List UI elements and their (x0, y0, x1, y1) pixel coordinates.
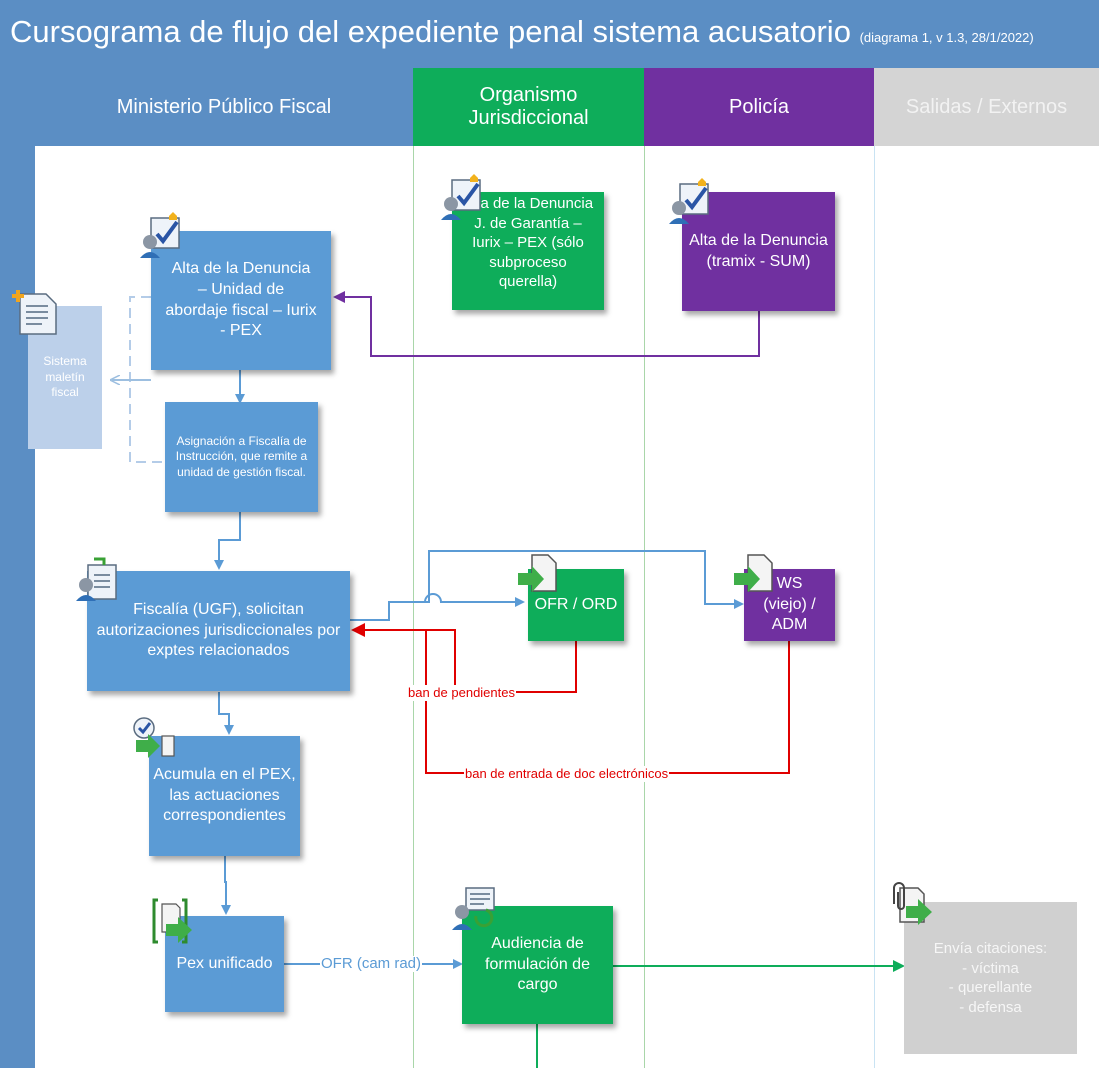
node-alta-denuncia-policia-text: Alta de la Denuncia (tramix - SUM) (689, 231, 828, 270)
node-asignacion[interactable]: Asignación a Fiscalía de Instrucción, qu… (165, 402, 318, 512)
node-fiscalia-ugf[interactable]: Fiscalía (UGF), solicitan autorizaciones… (87, 571, 350, 691)
user-checklist-icon (441, 174, 481, 220)
lane-separator-3 (874, 146, 875, 1068)
document-bracket-arrow-icon (152, 898, 192, 944)
edge-ws-fiscalia-red (425, 630, 790, 774)
lane-separator-2 (644, 146, 645, 1068)
node-alta-denuncia-mpf-text: Alta de la Denuncia – Unidad de abordaje… (165, 259, 317, 340)
left-band (0, 68, 35, 1068)
node-acumula-text: Acumula en el PEX, las actuaciones corre… (153, 765, 296, 825)
edge-label-ofr-cam: OFR (cam rad) (320, 955, 423, 972)
node-alta-denuncia-policia[interactable]: Alta de la Denuncia (tramix - SUM) (682, 192, 835, 311)
lane-label-jurisdiccional: Organismo Jurisdiccional (468, 84, 589, 129)
edge-label-entrada: ban de entrada de doc electrónicos (464, 766, 670, 782)
edge-acumula-pex (221, 856, 231, 915)
node-asignacion-text: Asignación a Fiscalía de Instrucción, qu… (175, 433, 308, 479)
user-document-icon (76, 557, 117, 601)
lane-label-mpf: Ministerio Público Fiscal (116, 95, 332, 118)
user-checklist-icon (140, 212, 180, 258)
node-maletin-fiscal[interactable]: Sistema maletín fiscal (28, 306, 102, 449)
diagram-title-text: Cursograma de flujo del expediente penal… (10, 14, 851, 49)
user-checklist-icon (669, 178, 709, 224)
attachment-document-icon (893, 882, 932, 925)
document-arrow-icon (734, 554, 773, 592)
diagram-subtitle: (diagrama 1, v 1.3, 28/1/2022) (859, 30, 1034, 45)
lane-header-policia: Policía (644, 68, 874, 146)
title-bar: Cursograma de flujo del expediente penal… (0, 0, 1099, 68)
lane-header-mpf: Ministerio Público Fiscal (35, 68, 413, 146)
edge-fiscalia-acumula (218, 692, 234, 735)
diagram-title: Cursograma de flujo del expediente penal… (10, 14, 1034, 50)
edge-fiscalia-ofr (350, 593, 525, 621)
lane-label-externos: Salidas / Externos (905, 95, 1068, 118)
node-alta-denuncia-jg[interactable]: Alta de la Denuncia J. de Garantía – Iur… (452, 192, 604, 310)
lane-header-externos: Salidas / Externos (874, 68, 1099, 146)
node-audiencia-text: Audiencia de formulación de cargo (485, 934, 590, 994)
lane-separator-1 (413, 146, 414, 1068)
user-form-icon (452, 887, 495, 930)
node-ws-adm-text: WS (viejo) / ADM (763, 574, 816, 634)
node-maletin-fiscal-text: Sistema maletín fiscal (43, 354, 87, 400)
node-ofr-ord-text: OFR / ORD (534, 595, 618, 613)
check-arrow-icon (133, 717, 175, 758)
edge-label-pendientes: ban de pendientes (407, 685, 516, 701)
node-fiscalia-ugf-text: Fiscalía (UGF), solicitan autorizaciones… (96, 600, 341, 660)
document-add-icon (12, 290, 57, 335)
document-arrow-icon (518, 554, 557, 592)
node-pex-unificado-text: Pex unificado (176, 954, 273, 972)
node-alta-denuncia-mpf[interactable]: Alta de la Denuncia – Unidad de abordaje… (151, 231, 331, 370)
edge-policia-alta (333, 291, 760, 357)
node-envia-citaciones-text: Envía citaciones: - víctima - querellant… (933, 940, 1048, 1016)
node-alta-denuncia-jg-text: Alta de la Denuncia J. de Garantía – Iur… (462, 195, 594, 290)
edge-fiscalia-ws (389, 550, 744, 609)
node-envia-citaciones[interactable]: Envía citaciones: - víctima - querellant… (904, 902, 1077, 1054)
lane-label-policia: Policía (728, 95, 790, 118)
edge-asignacion-fiscalia (214, 512, 241, 570)
lane-header-jurisdiccional: Organismo Jurisdiccional (413, 68, 644, 146)
